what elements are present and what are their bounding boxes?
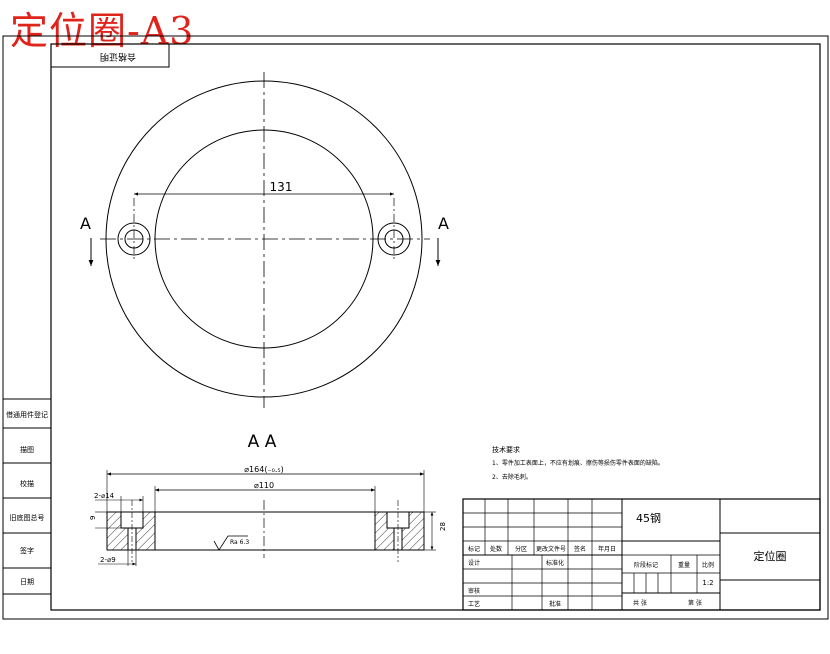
section-marker-right: A xyxy=(438,214,449,233)
left-col-3: 校描 xyxy=(20,479,34,488)
technical-requirements: 技术要求 1、零件加工表面上，不应有划痕、擦伤等损伤零件表面的缺陷。 2、去除毛… xyxy=(492,445,664,481)
rev-col-4: 签名 xyxy=(574,545,586,553)
left-col-2: 描图 xyxy=(20,445,34,454)
dim-inner-diameter: ⌀110 xyxy=(254,481,274,490)
tech-req-heading: 技术要求 xyxy=(492,445,520,454)
label-design: 设计 xyxy=(468,559,480,567)
section-view: A A ⌀164(₋₀.₅) ⌀110 2-⌀14 2-⌀9 xyxy=(89,432,447,566)
dim-131: 131 xyxy=(270,180,293,194)
rev-col-1: 处数 xyxy=(490,545,502,553)
label-review: 审核 xyxy=(468,587,480,595)
plan-view: 131 A A xyxy=(80,72,449,408)
tech-req-item-1: 1、零件加工表面上，不应有划痕、擦伤等损伤零件表面的缺陷。 xyxy=(492,459,664,467)
part-name: 定位圈 xyxy=(754,549,787,563)
dim-outer-diameter: ⌀164(₋₀.₅) xyxy=(244,465,284,474)
left-col-0: 借通用件登记 xyxy=(6,410,48,419)
dim-hole: 2-⌀9 xyxy=(100,556,116,564)
rev-col-2: 分区 xyxy=(515,545,527,553)
label-process: 工艺 xyxy=(468,600,480,608)
label-stage-mark: 阶段标记 xyxy=(634,561,658,569)
left-col-4: 旧底图总号 xyxy=(10,513,45,522)
dim-counterbore: 2-⌀14 xyxy=(94,492,115,500)
title-block: 标记 处数 分区 更改文件号 签名 年月日 设计 标准化 审核 工艺 批准 45… xyxy=(462,498,821,611)
inner-drawing-frame xyxy=(50,43,821,611)
corner-box-label: 合格证明 xyxy=(100,51,136,63)
outer-sheet-border xyxy=(2,35,829,620)
label-approve: 批准 xyxy=(549,600,561,608)
roughness-value: Ra 6.3 xyxy=(230,539,249,546)
label-sheet-no: 第 张 xyxy=(688,599,702,607)
scale-value: 1:2 xyxy=(702,579,713,587)
section-marker-left: A xyxy=(80,214,91,233)
rev-col-0: 标记 xyxy=(468,545,480,553)
label-weight: 重量 xyxy=(678,561,690,569)
tech-req-item-2: 2、去除毛刺。 xyxy=(492,473,532,481)
left-info-column: 借通用件登记 描图 校描 旧底图总号 签字 日期 xyxy=(2,398,52,595)
dim-thickness: 28 xyxy=(439,522,447,531)
roughness-symbol xyxy=(213,535,248,551)
label-scale: 比例 xyxy=(702,561,714,569)
label-standardize: 标准化 xyxy=(546,559,564,567)
dim-depth: 9 xyxy=(89,516,97,520)
section-title: A A xyxy=(248,432,277,452)
left-col-6: 日期 xyxy=(20,578,34,586)
material: 45钢 xyxy=(636,512,661,525)
rev-col-3: 更改文件号 xyxy=(536,545,566,553)
left-col-5: 签字 xyxy=(20,546,34,555)
corner-box xyxy=(50,43,170,68)
label-sheets-total: 共 张 xyxy=(633,599,647,607)
rev-col-5: 年月日 xyxy=(598,545,616,553)
